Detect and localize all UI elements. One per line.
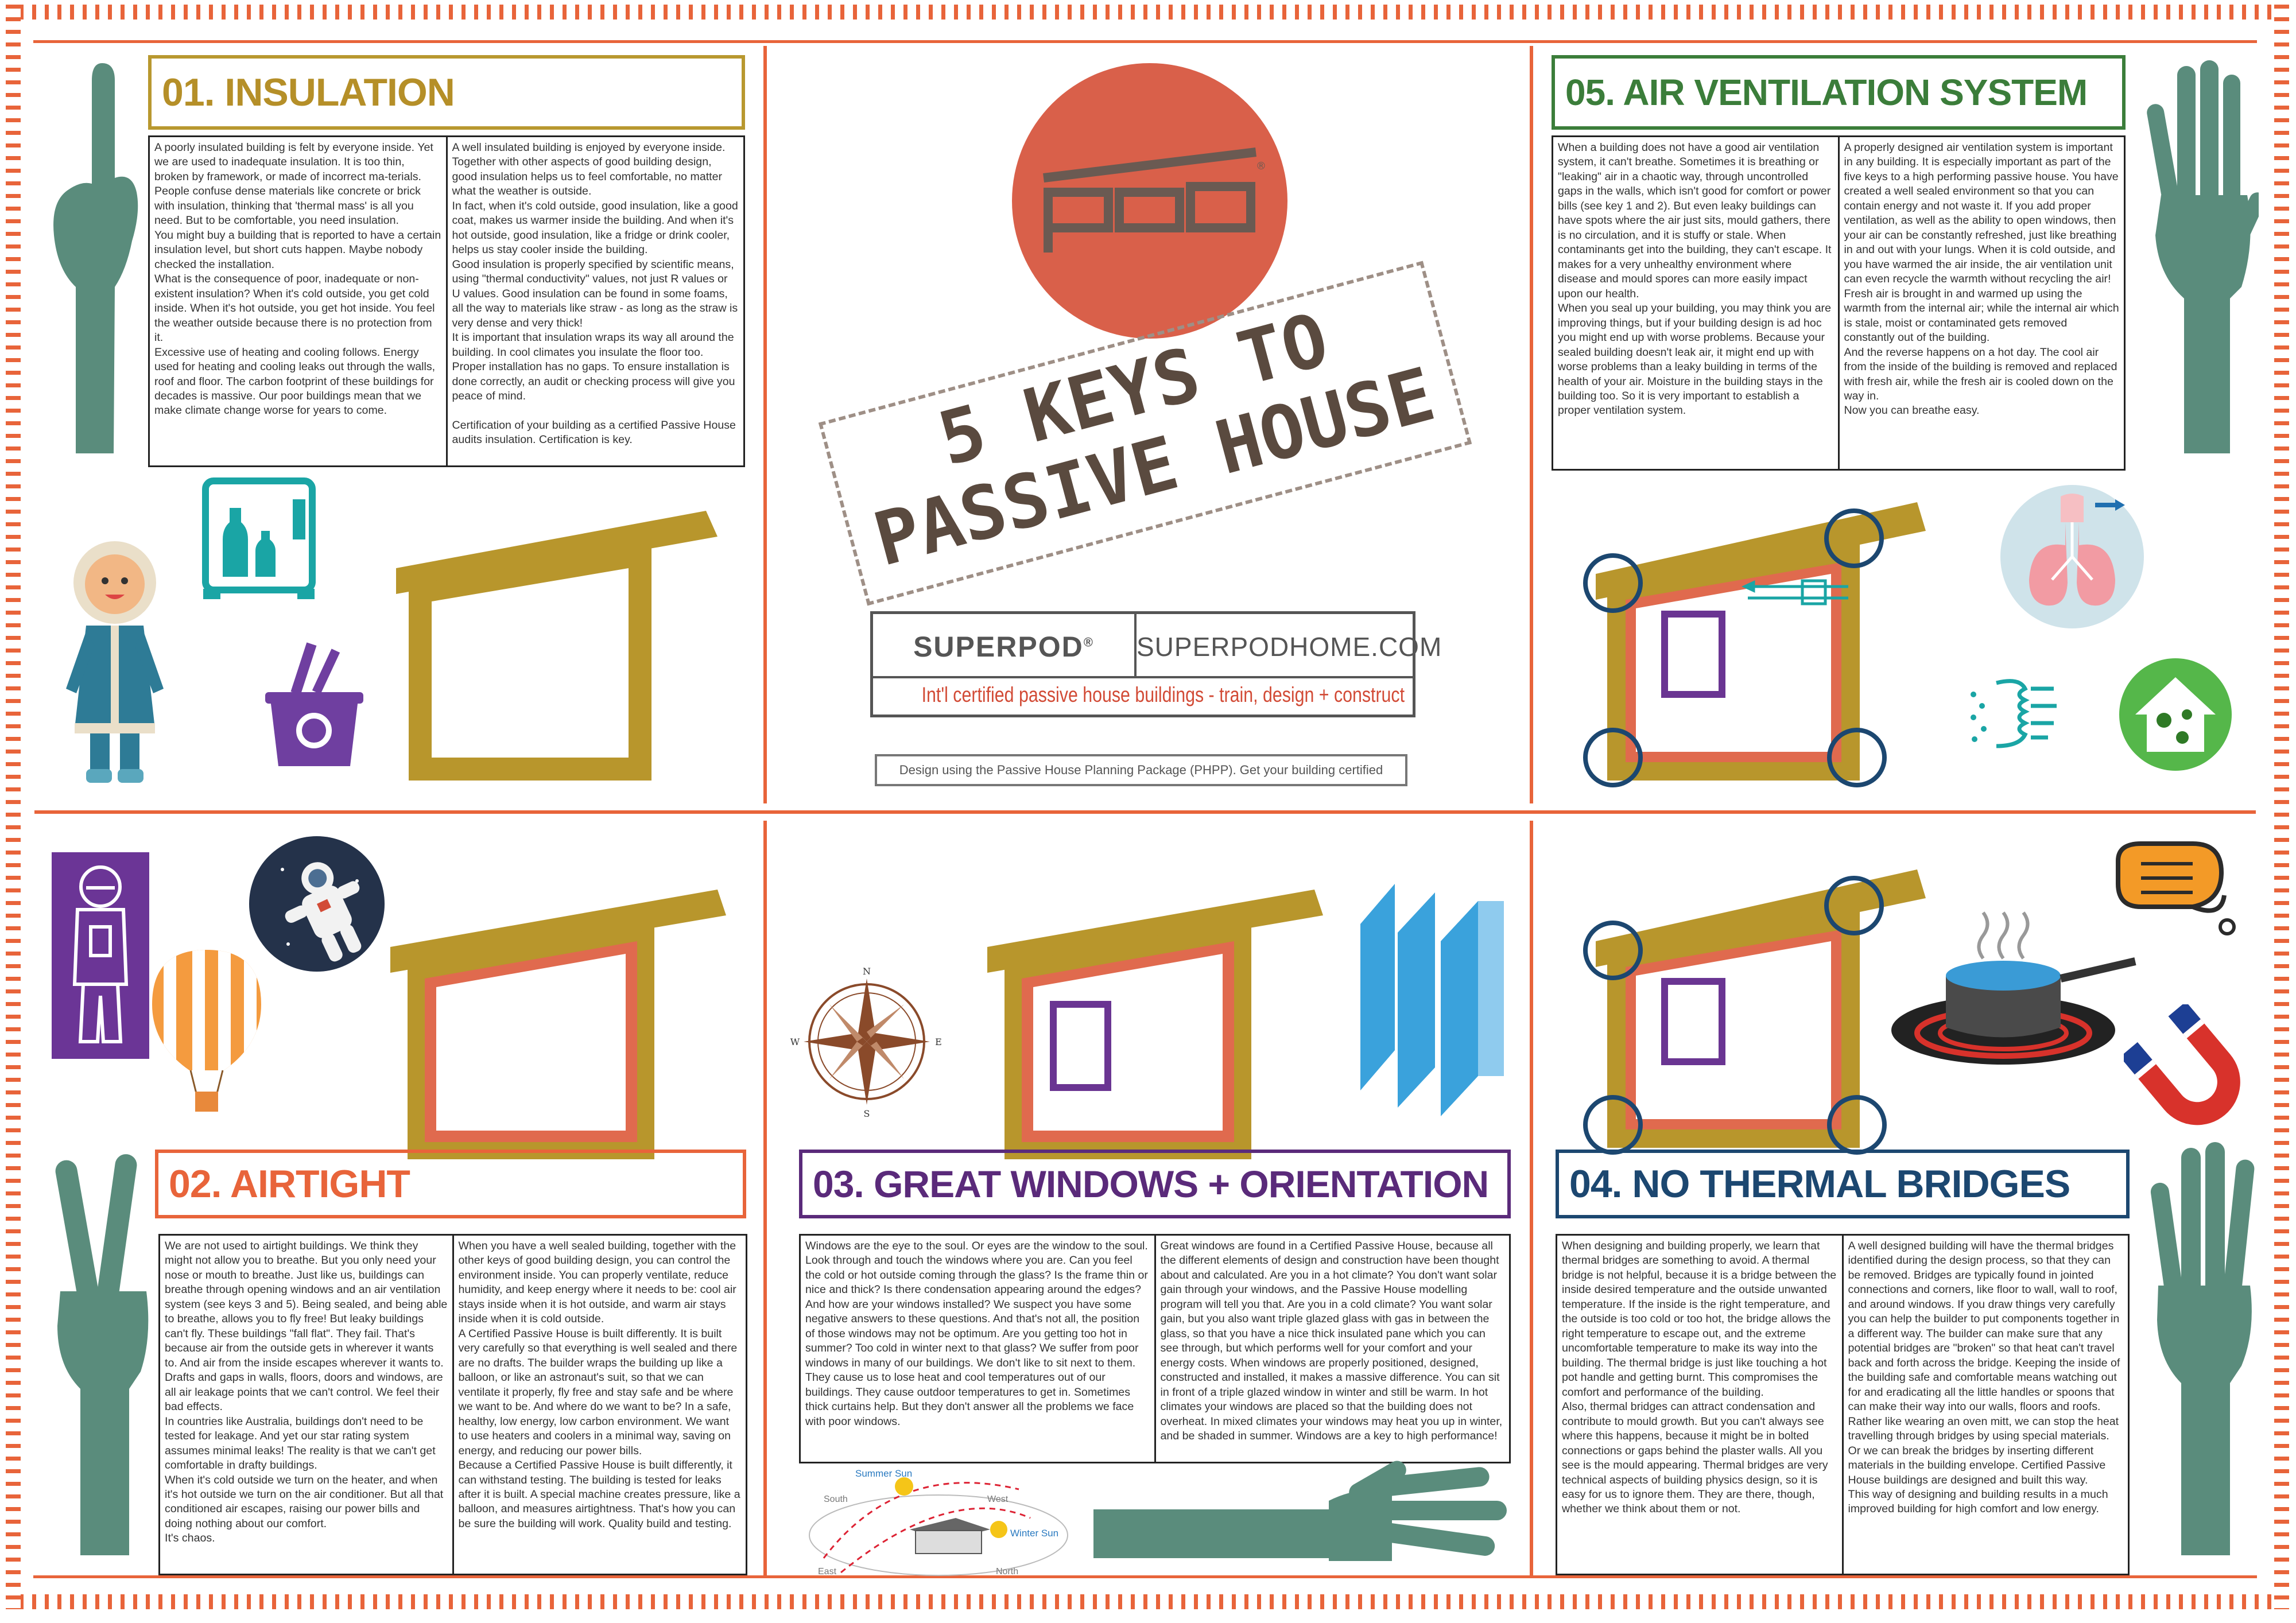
frame-bottom-hatch [7,1594,2286,1609]
lungs-icon [2000,485,2144,628]
sun-summer-label: Summer Sun [855,1468,912,1479]
magnet-icon [2124,1004,2240,1125]
svg-text:®: ® [1256,160,1266,172]
frame-top-hatch [7,5,2286,20]
windows-col-1: Windows are the eye to the soul. Or eyes… [805,1240,1148,1428]
ventilation-title: 05. AIR VENTILATION SYSTEM [1552,55,2126,130]
airtight-house-diagram [390,890,726,1159]
airtight-col-2: When you have a well sealed building, to… [452,1236,746,1574]
pod-logo: ® pod [1012,63,1287,339]
insulation-text-box: A poorly insulated building is felt by e… [148,135,745,467]
oven-mitt-icon [2116,841,2236,935]
dir-north-label: North [996,1567,1018,1577]
sun-winter-label: Winter Sun [1010,1528,1058,1539]
brand-box: SUPERPOD® SUPERPODHOME.COM Int'l certifi… [870,611,1442,717]
astronaut-badge-icon [249,836,385,972]
brand-mark: ® [1083,635,1094,650]
germ-house-icon [2119,658,2232,771]
brand-url[interactable]: SUPERPODHOME.COM [1137,632,1442,662]
insulation-col-2: A well insulated building is enjoyed by … [445,137,744,465]
glass-panes-icon [1360,884,1504,1116]
windows-house-diagram [987,890,1323,1159]
windows-text-box: Windows are the eye to the soul. Or eyes… [799,1234,1511,1463]
divider-right-bottom [1530,821,1533,1578]
compass-n-label: N [863,966,871,977]
dir-west-label: West [987,1494,1009,1504]
windows-col-2: Great windows are found in a Certified P… [1154,1236,1510,1462]
fridge-icon [202,477,316,599]
hand-four-fingers-icon [2150,1142,2255,1555]
ventilation-text-box: When a building does not have a good air… [1552,135,2126,471]
airtight-title: 02. AIRTIGHT [155,1150,746,1218]
frame-left-hatch [6,5,21,1609]
compass-e-label: E [935,1036,942,1047]
hot-air-balloon-icon [152,950,261,1112]
thermal-text-box: When designing and building properly, we… [1556,1234,2130,1575]
compass-rose-icon: N S W E [790,966,942,1119]
compass-w-label: W [790,1036,800,1047]
inuit-child-icon [66,541,164,783]
thermal-col-2: A well designed building will have the t… [1841,1236,2128,1574]
hand-two-fingers-icon [55,1154,149,1555]
thermal-house-diagram [1583,869,1926,1155]
brand-tagline: Int'l certified passive house buildings … [921,683,1405,706]
hand-five-fingers-icon [2147,60,2259,453]
brand-box-split [1134,614,1137,676]
insulation-title: 01. INSULATION [148,55,745,130]
pot-on-stove-icon [1891,911,2136,1065]
divider-middle [34,810,2256,814]
divider-left-bottom [763,821,767,1578]
hand-one-finger-icon [53,63,138,453]
thermal-title: 04. NO THERMAL BRIDGES [1556,1150,2130,1218]
compass-s-label: S [864,1108,870,1119]
insulation-house-diagram [396,511,718,781]
divider-left-top [763,46,767,803]
phpp-note: Design using the Passive House Planning … [875,754,1407,786]
ice-bucket-icon [265,642,363,766]
ventilation-col-2: A properly designed air ventilation syst… [1837,137,2124,469]
windows-title: 03. GREAT WINDOWS + ORIENTATION [799,1150,1511,1218]
insulation-col-1: A poorly insulated building is felt by e… [154,141,441,417]
air-filter-icon [1971,679,2057,748]
airtight-text-box: We are not used to airtight buildings. W… [158,1234,747,1575]
airtight-col-1: We are not used to airtight buildings. W… [165,1240,448,1545]
ventilation-col-1: When a building does not have a good air… [1558,141,1832,417]
divider-right-top [1530,46,1533,803]
dir-east-label: East [818,1567,837,1577]
frame-inner-line [33,40,2257,1578]
astronaut-icon [52,852,149,1059]
dir-south-label: South [824,1494,848,1504]
frame-right-hatch [2274,5,2289,1609]
brand-name: SUPERPOD® [913,631,1094,663]
sun-path-icon: Summer Sun Winter Sun South West East No… [809,1468,1068,1577]
thermal-col-1: When designing and building properly, we… [1562,1240,1837,1516]
ventilation-house-diagram [1583,502,1926,787]
hand-three-fingers-icon [1093,1461,1507,1561]
brand-box-top-row [873,614,1413,678]
